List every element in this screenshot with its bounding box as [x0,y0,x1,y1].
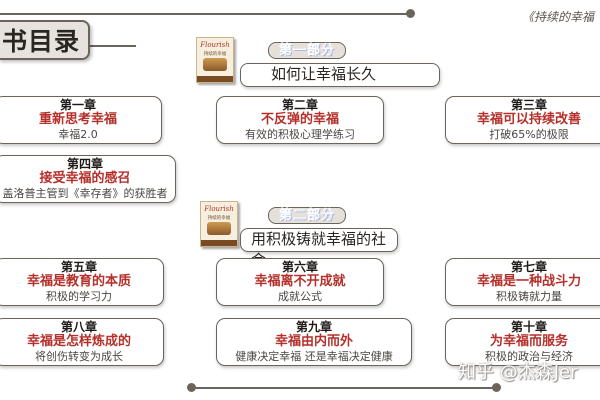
chapter-number: 第九章 [295,320,332,334]
chapter-subtitle: 打破65%的极限 [489,128,569,141]
bottom-divider-dot [187,383,196,392]
chapter-subtitle: 积极的政治与经济 [485,350,573,363]
page-title: 书目录 [0,20,90,60]
book-cover-title: Flourish [204,205,234,213]
chapter-number: 第一章 [59,98,96,112]
chapter-title: 幸福是怎样炼成的 [26,334,131,349]
chapter-card-3[interactable]: 第三章 幸福可以持续改善 打破65%的极限 [445,96,600,144]
chapter-title: 幸福是一种战斗力 [476,274,581,289]
chapter-title: 幸福可以持续改善 [476,112,581,127]
chapter-title: 幸福离不开成就 [254,274,346,289]
book-tag: 《持续的幸福 [522,10,595,24]
book-cover-footer [197,76,233,82]
chapter-card-1[interactable]: 第一章 重新思考幸福 幸福2.0 [0,96,162,144]
chapter-card-4[interactable]: 第四章 接受幸福的感召 盖洛普主管到《幸存者》的获胜者 [0,155,176,203]
chapter-subtitle: 盖洛普主管到《幸存者》的获胜者 [2,187,168,200]
book-cover-title: Flourish [200,41,230,49]
chapter-card-10[interactable]: 第十章 为幸福而服务 积极的政治与经济 [445,318,600,366]
chapter-card-5[interactable]: 第五章 幸福是教育的本质 积极的学习力 [0,258,164,306]
title-divider [88,45,136,47]
book-cover-subtitle: 持续的幸福 [207,216,231,221]
book-cover-image [203,58,227,71]
chapter-title: 不反弹的幸福 [260,112,339,127]
part-1-title: 如何让幸福长久 [240,63,440,87]
book-cover-image [207,222,231,235]
chapter-card-8[interactable]: 第八章 幸福是怎样炼成的 将创伤转变为成长 [0,318,164,366]
chapter-number: 第四章 [66,157,103,171]
part-2-title: 用积极铸就幸福的社会 [240,228,398,269]
chapter-number: 第八章 [60,320,97,334]
chapter-card-2[interactable]: 第二章 不反弹的幸福 有效的积极心理学练习 [216,96,384,144]
chapter-title: 为幸福而服务 [489,334,568,349]
part-2-label: 第二部分 [268,207,347,224]
chapter-card-7[interactable]: 第七章 幸福是一种战斗力 积极铸就力量 [445,258,600,306]
chapter-number: 第六章 [281,260,318,274]
chapter-number: 第十章 [510,320,547,334]
book-cover-footer [201,240,237,246]
chapter-number: 第二章 [281,98,318,112]
bottom-divider-dot [492,383,501,392]
chapter-subtitle: 健康决定幸福 还是幸福决定健康 [235,350,393,363]
bottom-divider [190,387,496,389]
chapter-subtitle: 积极铸就力量 [496,290,562,303]
top-divider [0,13,412,15]
top-divider-dot [406,9,415,18]
chapter-subtitle: 积极的学习力 [46,290,112,303]
chapter-card-9[interactable]: 第九章 幸福由内而外 健康决定幸福 还是幸福决定健康 [216,318,412,366]
chapter-card-6[interactable]: 第六章 幸福离不开成就 成就公式 [216,258,384,306]
part-1-label: 第一部分 [268,42,347,59]
chapter-subtitle: 有效的积极心理学练习 [245,128,355,141]
chapter-subtitle: 将创伤转变为成长 [35,350,123,363]
chapter-subtitle: 成就公式 [278,290,322,303]
chapter-title: 接受幸福的感召 [39,171,131,186]
book-cover-subtitle: 持续的幸福 [203,52,227,57]
chapter-subtitle: 幸福2.0 [58,128,98,141]
book-cover-icon: Flourish 持续的幸福 [200,201,238,247]
chapter-number: 第七章 [510,260,547,274]
chapter-number: 第五章 [60,260,97,274]
book-cover-icon: Flourish 持续的幸福 [196,37,234,83]
chapter-title: 重新思考幸福 [38,112,117,127]
chapter-title: 幸福是教育的本质 [26,274,131,289]
watermark: 知乎 @杰森Jer [458,362,578,383]
chapter-number: 第三章 [510,98,547,112]
chapter-title: 幸福由内而外 [274,334,353,349]
